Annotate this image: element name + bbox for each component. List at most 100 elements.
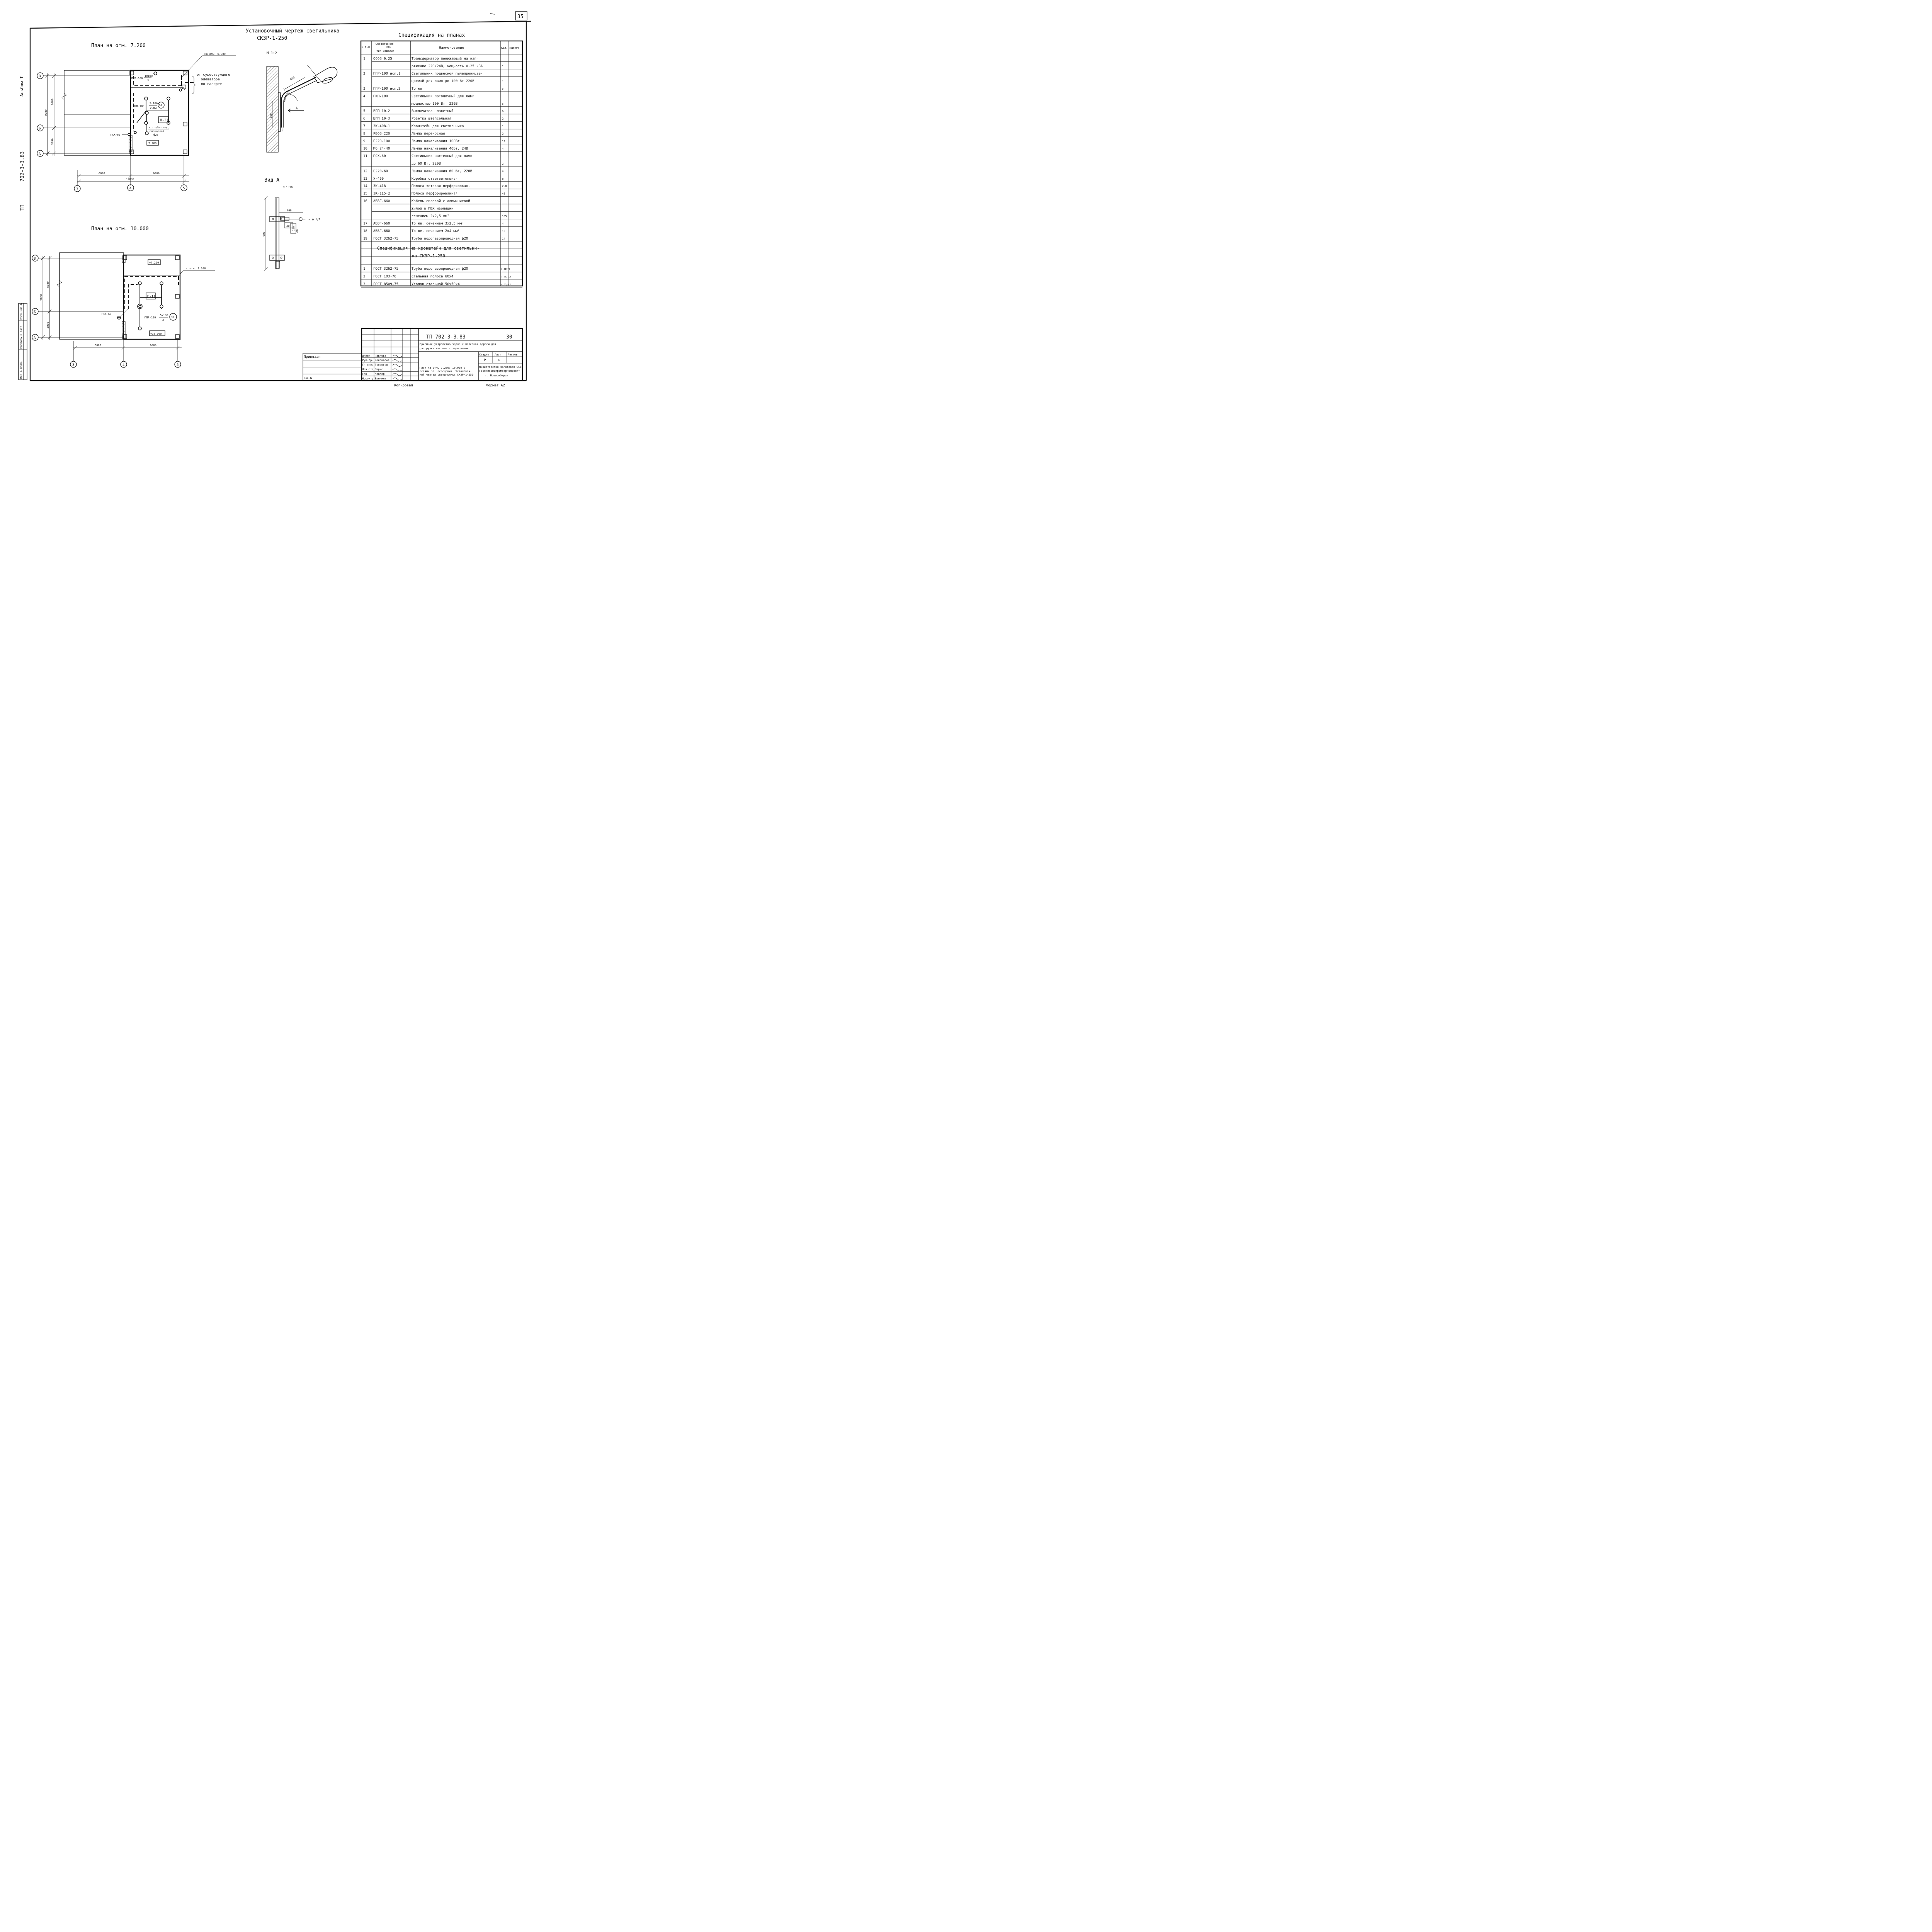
spec-cell-num: 2 — [363, 72, 365, 76]
plan2-dim-6000-left: 6000 — [95, 344, 101, 347]
mounting-scale-1: М 1:2 — [267, 51, 277, 55]
spec-cell-num: 18 — [363, 230, 367, 233]
mounting-dim-600: 600 — [262, 231, 265, 236]
role-title: Нач.отд. — [362, 368, 375, 371]
plan2-ppr-n: 3 — [162, 318, 164, 321]
spec-cell-name: Светильник настенный для ламп — [412, 155, 472, 158]
title-stage-header: Стадия — [479, 353, 489, 356]
spec-cell-qty: 1 — [502, 80, 503, 83]
spec-header-note: Примеч — [509, 46, 519, 49]
plan2-ppr-label: ППР-100 — [145, 316, 156, 319]
plan1-dim-6000v: 6000 — [51, 99, 54, 105]
page-number: 35 — [517, 14, 524, 20]
drawing-sheet: 35 Альбом I 702-3-3.83 ТП Инв.№ подл. По… — [18, 11, 532, 388]
spec-cell-code: ЗК-115-2 — [373, 192, 390, 196]
title-sheet: 4 — [498, 359, 500, 362]
mounting-title-2: СКЗР-1-250 — [257, 36, 287, 41]
title-sheet-title-3: ный чертеж светильника СКЗР-1-250 — [420, 373, 473, 376]
spec-cell-qty: 14 — [502, 237, 505, 240]
spec-cell-num: 14 — [363, 184, 367, 188]
spec-cell-num: 6 — [363, 117, 365, 121]
spec-header-code-1: Обозначение — [376, 43, 393, 46]
signature-mark — [392, 378, 402, 381]
spec-cell-name: Лампа накаливания 60 Вт, 220В — [412, 169, 472, 173]
role-person: Меклер — [375, 372, 384, 376]
plan1-pkp-label: ПКП-100 — [133, 105, 145, 108]
spec-cell-num: 15 — [363, 192, 367, 196]
spec-cell-qty: 5 — [502, 102, 503, 105]
plan1-dim-6000-left: 6000 — [99, 172, 105, 175]
plan1-axis-3: 3 — [76, 187, 78, 191]
album-label: Альбом I — [19, 76, 24, 97]
spec-cell-name: Трансформатор понижающий на нап- — [412, 57, 478, 61]
plan2-room-label: П-II — [147, 295, 156, 299]
mounting-scale-2: М 1:10 — [283, 186, 293, 189]
role-title: Н.контр — [362, 377, 374, 380]
signature-mark — [392, 368, 402, 371]
plan1-ppr-qty: 1х100 — [145, 75, 153, 78]
spec-cell-num: 12 — [363, 169, 367, 173]
spec-cell-qty: 12 — [502, 140, 505, 143]
sheet-frame: 35 — [29, 11, 532, 381]
spec2-cell-code: ГОСТ 103-76 — [373, 275, 396, 279]
mounting-view-dim-400: 400 — [287, 209, 292, 212]
spec-cell-num: 17 — [363, 222, 367, 226]
role-title: Рук.гр. — [362, 359, 374, 362]
spec-cell-name: мощностью 100 Вт, 220В — [412, 102, 457, 106]
spec-cell-code: ПКП-100 — [373, 94, 388, 98]
spec-cell-code: ПСХ-60 — [373, 155, 386, 158]
spec-cell-name: Кронштейн для светильника — [412, 124, 464, 128]
plan2-axis-b: Б — [34, 310, 36, 314]
plan-10000: План на отм. 10.000 В Б А 9000 6000 3000… — [32, 226, 215, 368]
spec2-cell-name: Труба водогазопроводная ф20 — [412, 267, 468, 271]
spec-cell-num: 1 — [363, 57, 365, 61]
spec2-cell-name: Уголок стальной 50х50х4 — [412, 282, 460, 286]
spec-subtitle-1: Спецификация на кронштейн для светильни- — [377, 246, 480, 251]
plan2-ppr-qty: 5х100 — [160, 314, 168, 317]
side-stamp-replace: Взам.инв.№ — [20, 303, 23, 320]
plan1-pkp-h: 2.8м — [150, 107, 157, 110]
spec-cell-qty: 48 — [502, 192, 505, 196]
side-doc-code: 702-3-3.83 — [20, 151, 26, 182]
spec-cell-code: МО 24-40 — [373, 147, 390, 151]
plan2-level-bottom: +10.000 — [150, 332, 162, 335]
spec-cell-code: РВОВ-220 — [373, 132, 390, 136]
spec-cell-num: 19 — [363, 237, 367, 241]
side-stamp-inv: Инв.№ подл. — [20, 361, 23, 379]
spec-cell-name: То же — [412, 87, 422, 91]
plan1-dim-12000: 12000 — [126, 178, 134, 181]
plan2-dim-9000: 9000 — [40, 294, 43, 301]
plan2-dim-6000v: 6000 — [46, 281, 49, 288]
spec-cell-name: Труба водогазопроводная ф20 — [412, 236, 468, 241]
spec-cell-name: Лампа накаливания 40Вт, 24В — [412, 147, 468, 151]
side-doc-prefix: ТП — [20, 204, 26, 211]
mounting-dim-400: 400 — [289, 76, 295, 81]
plan1-dim-9000: 9000 — [44, 109, 48, 116]
plan1-axis-v: В — [39, 75, 41, 78]
role-title: Инжен. — [362, 354, 372, 357]
spec-cell-name: ряжение 220/24В, мощность 0,25 кВА — [412, 65, 483, 68]
mounting-dim-120: 120 — [292, 226, 295, 231]
spec-title: Спецификация на планах — [398, 32, 465, 38]
spec-cell-name: Розетка штепсельная — [412, 117, 451, 121]
title-doc-num: 30 — [506, 334, 512, 340]
spec-cell-code: У-409 — [373, 177, 384, 181]
spec-cell-qty: 1 — [502, 125, 503, 128]
spec-header-code-2: или — [386, 46, 391, 49]
spec-cell-name: сечением 2х2,5 мм² — [412, 214, 449, 218]
title-org-2: Госнииссибпромзернопроект — [479, 369, 520, 372]
title-format: Формат А2 — [486, 384, 505, 388]
title-project-1: Приемное устройство зерна с железной дор… — [420, 343, 496, 346]
spec-cell-code: Б220-100 — [373, 139, 390, 143]
title-doc-code: ТП 702-3-3.83 — [426, 334, 466, 340]
spec-cell-code: ЗК-408-1 — [373, 124, 390, 128]
spec-cell-name: Кабель силовой с алюминиевой — [412, 199, 470, 203]
plan1-pipe-note-1: в трубах под — [149, 126, 168, 129]
title-project-2: разгрузки вагонов - зерновозов — [420, 347, 468, 350]
spec-cell-num: 16 — [363, 199, 367, 203]
mounting-drawing: Установочный чертеж светильника СКЗР-1-2… — [246, 28, 340, 271]
spec-cell-qty: 105 — [502, 215, 507, 218]
title-inv-label: Инв.№ — [304, 377, 312, 380]
spec-cell-qty: 2 — [502, 162, 503, 165]
